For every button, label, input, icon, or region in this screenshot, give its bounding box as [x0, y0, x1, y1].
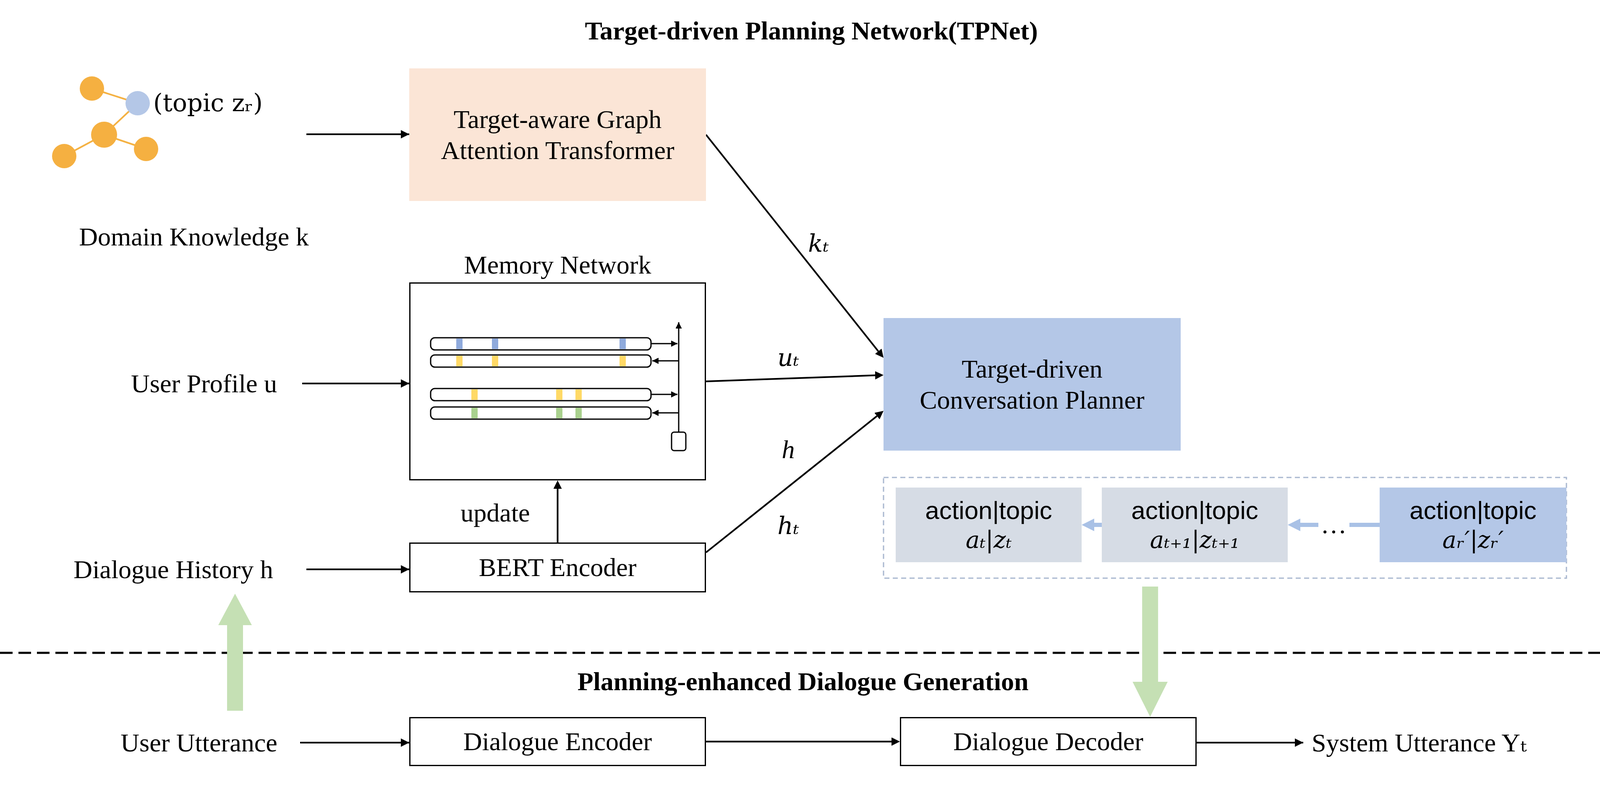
topic-label: (topic zᵣ)	[153, 88, 263, 118]
edge-label: …	[1318, 509, 1350, 540]
box-label: Target-aware Graph Attention Transformer	[415, 103, 701, 167]
input-label: User Profile u	[130, 368, 278, 400]
connector	[705, 375, 876, 382]
plan-target-box: action|topicaᵣ′|zᵣ′	[1379, 487, 1567, 563]
planner-box: Target-driven Conversation Planner	[883, 318, 1181, 451]
encoder-box: BERT Encoder	[409, 542, 706, 593]
diagram-title: Target-driven Planning Network(TPNet)	[584, 15, 1038, 47]
memory-box: Memory Network	[409, 282, 706, 481]
step-type: action|topic	[1409, 495, 1537, 526]
connector	[1142, 586, 1159, 683]
plan-step-box: action|topicaₜ₊₁|zₜ₊₁	[1101, 487, 1288, 563]
edge-annotation: hₜ	[777, 511, 800, 542]
box-heading: Memory Network	[464, 249, 652, 281]
edge-label: uₜ	[774, 343, 802, 372]
step-symbol: aᵣ′|zᵣ′	[1442, 525, 1504, 555]
encoder-box: Dialogue Encoder	[409, 717, 706, 767]
connector	[705, 741, 892, 743]
box-label: BERT Encoder	[478, 551, 637, 584]
input-label: Domain Knowledge k	[78, 221, 309, 253]
feedback-arrow	[218, 593, 252, 712]
connector	[705, 134, 879, 352]
step-symbol: aₜ|zₜ	[965, 525, 1012, 555]
section-title: Planning-enhanced Dialogue Generation	[577, 666, 1029, 698]
edge-label: h	[779, 434, 798, 465]
graph-nodes	[52, 76, 159, 169]
output-label: System Utterance Yₜ	[1311, 727, 1527, 759]
edge-label: kₜ	[805, 229, 832, 258]
input-arrows	[300, 134, 1304, 743]
box-label: Dialogue Encoder	[463, 726, 652, 758]
plan-container	[883, 477, 1567, 579]
plan-step-box: action|topicaₜ|zₜ	[895, 487, 1082, 563]
input-label: User Utterance	[120, 727, 278, 759]
module-box: Target-aware Graph Attention Transformer	[409, 68, 706, 202]
step-symbol: aₜ₊₁|zₜ₊₁	[1150, 525, 1240, 555]
connector	[556, 488, 559, 543]
step-type: action|topic	[1131, 495, 1258, 526]
connector	[1094, 522, 1102, 528]
step-type: action|topic	[925, 495, 1052, 526]
edge-label: update	[457, 498, 533, 529]
decoder-box: Dialogue Decoder	[899, 717, 1197, 767]
box-label: Target-driven Conversation Planner	[889, 353, 1175, 416]
memory-illustration	[430, 322, 686, 451]
connector	[705, 416, 877, 553]
input-label: Dialogue History h	[73, 554, 273, 586]
box-label: Dialogue Decoder	[953, 726, 1144, 758]
